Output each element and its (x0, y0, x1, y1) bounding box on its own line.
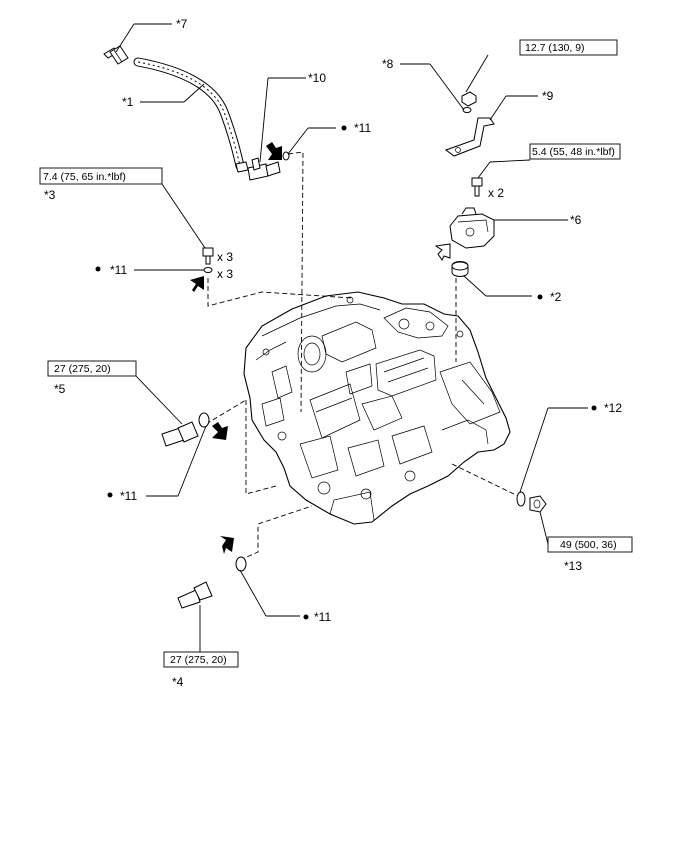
fluid-arrow-icon (220, 536, 234, 554)
sensor-part-6 (449, 207, 495, 249)
non-reusable-dot-icon (303, 614, 309, 620)
torque-value-13: 49 (500, 36) (560, 539, 617, 551)
torque-value-4: 27 (275, 20) (170, 654, 227, 666)
callout-10: *10 (308, 71, 326, 85)
callout-8: *8 (382, 57, 394, 71)
callout-11: *11 (314, 610, 331, 624)
hose-part-1 (133, 57, 249, 173)
callout-5: *5 (54, 382, 66, 396)
non-reusable-dot-icon (107, 492, 113, 498)
torque-box-13 (547, 536, 633, 553)
fluid-arrow-icon (212, 422, 228, 440)
non-reusable-dot-icon (341, 125, 347, 131)
gasket-part-11-top (282, 151, 290, 161)
bracket-part-9 (444, 117, 495, 157)
callout-11: *11 (354, 121, 371, 135)
torque-box-6 (529, 143, 621, 160)
quantity-part-3-bolt: x 3 (217, 250, 233, 264)
bolt-part-3 (202, 247, 214, 273)
torque-value-8: 12.7 (130, 9) (525, 42, 585, 54)
precoated-arrow-icon (434, 243, 451, 261)
callout-12: *12 (604, 401, 622, 415)
bolt-part-6 (471, 177, 483, 197)
plug-part-13 (529, 495, 547, 513)
fluid-arrow-icon (190, 276, 204, 292)
torque-value-3: 7.4 (75, 65 in.*lbf) (43, 171, 126, 183)
torque-box-3 (39, 167, 163, 185)
torque-value-6: 5.4 (55, 48 in.*lbf) (532, 146, 615, 158)
callout-2: *2 (550, 290, 562, 304)
fluid-arrow-icon (266, 142, 282, 160)
callout-11: *11 (120, 489, 137, 503)
torque-box-8 (519, 39, 618, 56)
nut-part-8 (461, 91, 477, 113)
callout-4: *4 (172, 675, 184, 689)
leader-lines (115, 23, 588, 652)
callout-3: *3 (44, 188, 56, 202)
gasket-part-12 (516, 491, 526, 507)
non-reusable-dot-icon (95, 266, 101, 272)
callout-11: *11 (110, 263, 127, 277)
torque-box-5 (47, 360, 137, 377)
quantity-part-6: x 2 (488, 186, 504, 200)
fitting-part-7 (103, 45, 129, 65)
callout-7: *7 (176, 17, 188, 31)
callout-6: *6 (570, 213, 582, 227)
alignment-lines (205, 151, 519, 561)
callout-13: *13 (564, 559, 582, 573)
torque-value-5: 27 (275, 20) (54, 363, 111, 375)
seal-part-2 (451, 261, 469, 277)
callout-1: *1 (122, 95, 134, 109)
non-reusable-dot-icon (591, 405, 597, 411)
torque-box-4 (163, 651, 239, 668)
non-reusable-dot-icon (537, 294, 543, 300)
quantity-part-3-gasket: x 3 (217, 267, 233, 281)
union-part-10 (247, 157, 281, 181)
callout-9: *9 (542, 89, 554, 103)
union-part-5 (161, 412, 210, 447)
union-part-4 (177, 556, 247, 609)
transaxle-housing (243, 291, 511, 525)
